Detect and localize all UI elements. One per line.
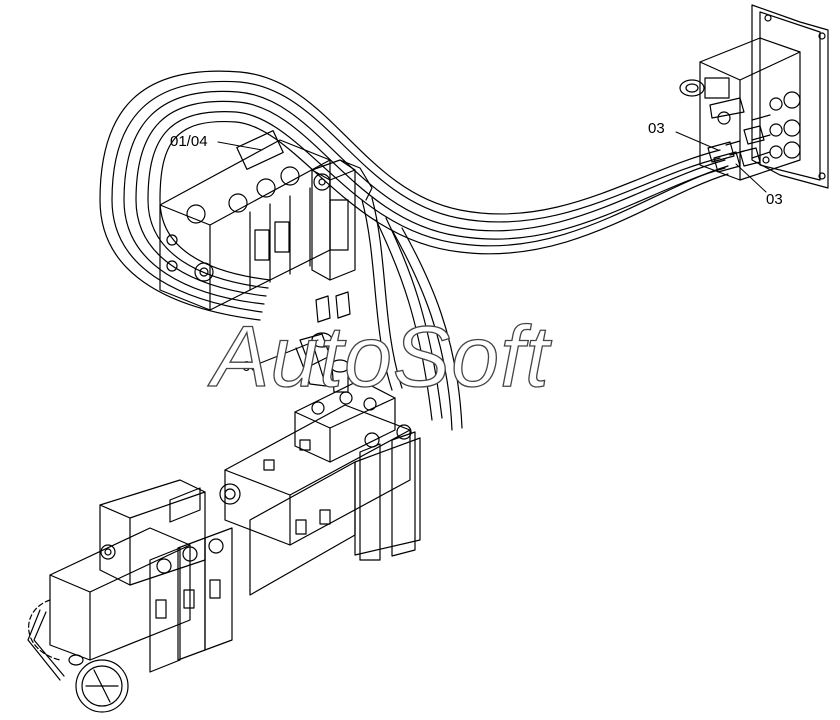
upper-valve-block [159,130,331,311]
vertical-hoses [361,197,463,431]
callout-03-upper: 03 [648,120,665,137]
hydraulic-hoses [99,70,729,321]
hose-end-fittings [707,140,745,173]
callout-60: 60 [242,358,259,375]
solenoid-valve [311,159,373,281]
left-hose-loop [28,599,61,661]
panel-fittings [679,77,801,167]
lower-valve-bank [49,379,421,673]
leader-lines [217,131,767,365]
center-fittings [295,291,351,393]
mounting-panel [699,4,829,189]
callout-01-04: 01/04 [170,133,208,150]
callout-03-lower: 03 [766,191,783,208]
gauge-fitting [27,609,129,713]
